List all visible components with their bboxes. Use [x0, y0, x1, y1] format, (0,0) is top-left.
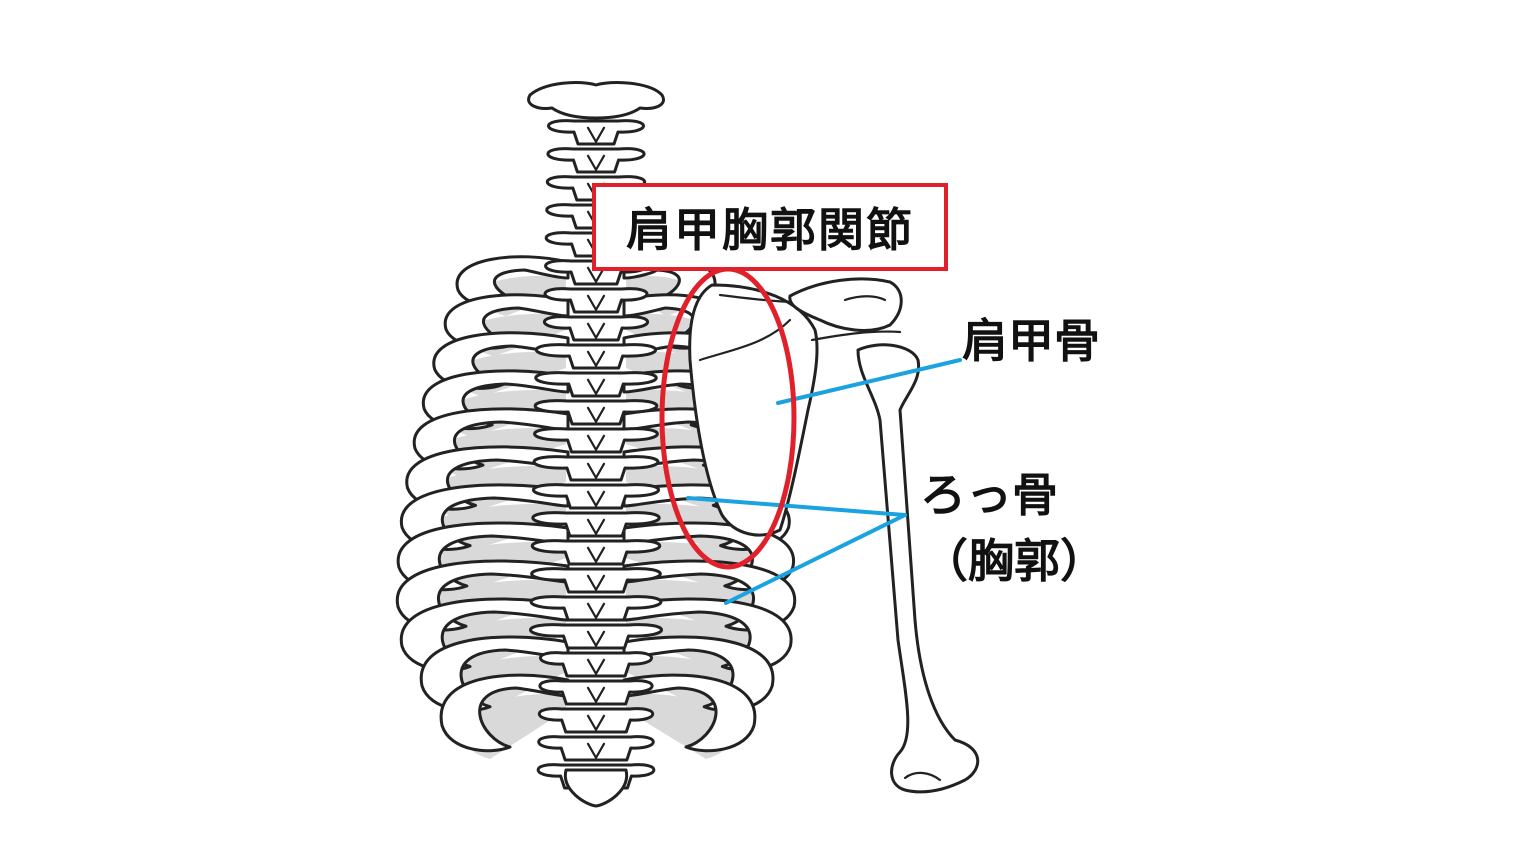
- spinous-process: [586, 462, 606, 481]
- spinous-process: [586, 434, 606, 453]
- vertebra: [535, 343, 657, 370]
- spinous-process: [586, 630, 606, 649]
- spinous-process: [586, 686, 606, 705]
- vertebra: [531, 539, 661, 566]
- spinous-process: [586, 546, 606, 565]
- ribs-leader-line-lower: [724, 513, 907, 605]
- spinous-process: [586, 742, 606, 761]
- vertebra: [538, 707, 654, 734]
- vertebra: [543, 287, 649, 314]
- ribs-left: [395, 255, 570, 753]
- scapula-label: 肩甲骨: [962, 314, 1100, 368]
- lumbar-base: [563, 768, 629, 808]
- spinous-process: [586, 126, 606, 145]
- spinous-process: [586, 714, 606, 733]
- vertebra: [538, 679, 654, 706]
- spinous-process: [586, 154, 606, 173]
- spinous-process: [586, 518, 606, 537]
- vertebra: [531, 511, 661, 538]
- title-box: 肩甲胸郭関節: [592, 183, 948, 271]
- leader-lines: [686, 358, 962, 605]
- thorax-label: （胸郭）: [922, 534, 1106, 588]
- spinous-process: [586, 602, 606, 621]
- spinous-process: [586, 350, 606, 369]
- spinous-process: [586, 294, 606, 313]
- vertebra: [542, 315, 650, 342]
- spinous-process: [586, 378, 606, 397]
- vertebra: [546, 147, 646, 174]
- diagram-title: 肩甲胸郭関節: [626, 203, 914, 257]
- rib-left: [439, 673, 570, 753]
- spinous-process: [586, 322, 606, 341]
- vertebra: [539, 651, 653, 678]
- vertebra: [537, 735, 655, 762]
- humerus: [856, 343, 980, 794]
- spinous-process: [586, 658, 606, 677]
- scapula-leader-line: [776, 358, 962, 405]
- vertebra: [532, 483, 660, 510]
- vertebra: [532, 455, 660, 482]
- spinous-process: [586, 574, 606, 593]
- rib-right: [622, 673, 757, 753]
- vertebra: [533, 399, 659, 426]
- spinous-process: [586, 406, 606, 425]
- ribs-label: ろっ骨: [920, 468, 1058, 522]
- vertebra: [529, 623, 663, 650]
- vertebra: [529, 595, 663, 622]
- vertebra: [530, 567, 662, 594]
- ribs-leader-line-upper: [686, 496, 907, 517]
- vertebra: [533, 427, 659, 454]
- spinous-process: [586, 490, 606, 509]
- vertebra: [534, 371, 658, 398]
- spinous-process: [586, 266, 606, 285]
- vertebra: [547, 119, 645, 146]
